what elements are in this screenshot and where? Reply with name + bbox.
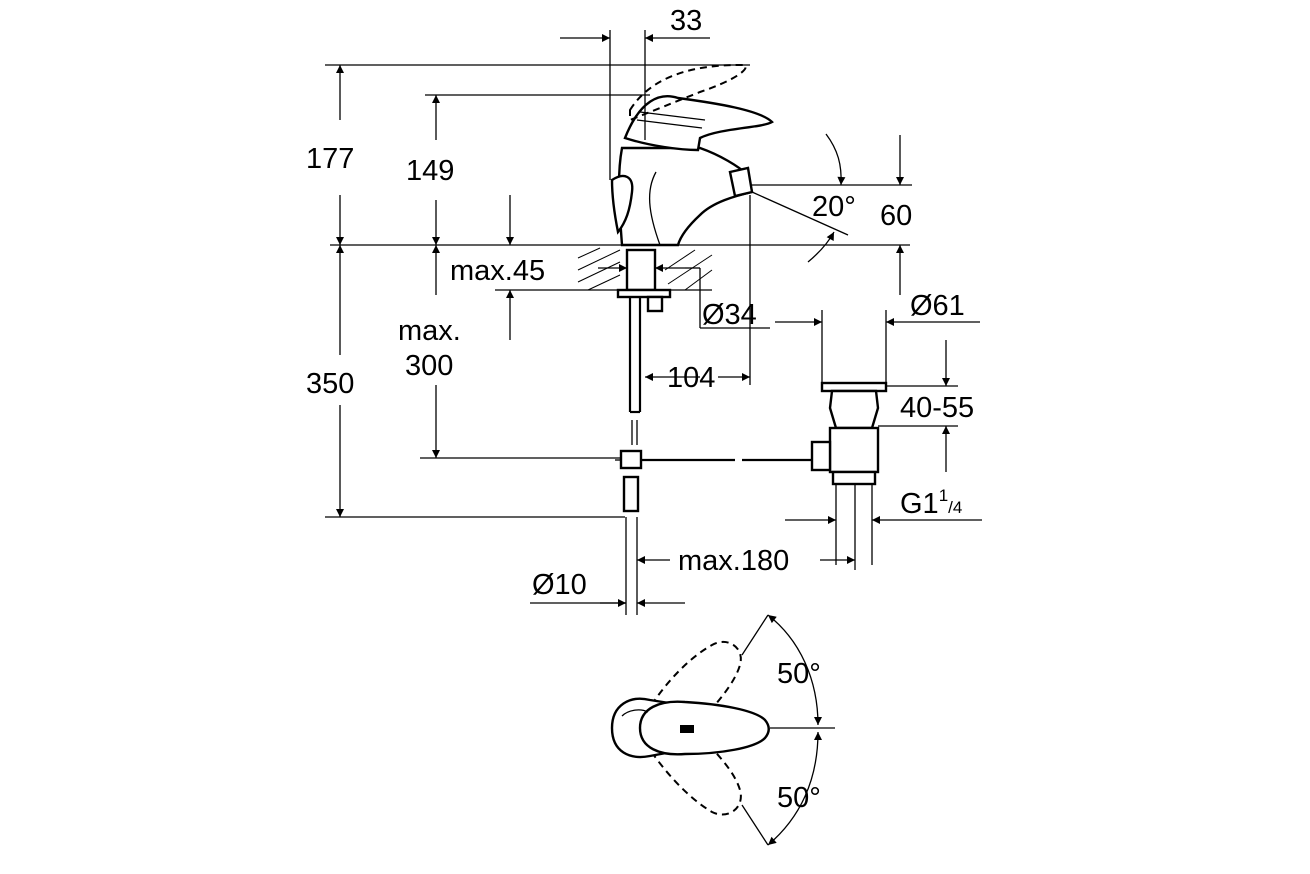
dim-max45-label: max.45 xyxy=(450,255,545,287)
dim-dia10: Ø10 xyxy=(530,569,685,607)
side-view: 33 177 149 max.45 max. xyxy=(306,5,982,615)
lever-raised-outline xyxy=(629,63,747,122)
dim-149: 149 xyxy=(406,94,650,245)
dim-max300: max. 300 xyxy=(398,245,621,459)
dim-350-label: 350 xyxy=(306,368,354,400)
dim-104: 104 xyxy=(645,195,751,394)
tap-base-shadow xyxy=(648,171,661,246)
lever-right-swing xyxy=(643,733,742,816)
dim-177-label: 177 xyxy=(306,143,354,175)
pop-up-linkage xyxy=(615,449,812,470)
dim-dia61-label: Ø61 xyxy=(910,290,965,322)
spout-nozzle xyxy=(728,166,754,198)
dim-20deg: 20° xyxy=(751,133,912,263)
lever-left-swing xyxy=(643,640,742,724)
dim-g-thread-label: G11/4 xyxy=(900,486,962,520)
dim-max180: max.180 xyxy=(637,484,856,577)
waste-assembly xyxy=(810,381,888,565)
angle-50-top-label: 50° xyxy=(777,658,821,690)
dim-dia10-label: Ø10 xyxy=(532,569,587,601)
dim-40-55-label: 40-55 xyxy=(900,392,974,424)
dim-40-55: 40-55 xyxy=(878,340,974,472)
dim-g-thread: G11/4 xyxy=(785,486,982,524)
dim-max300-label-line1: max. xyxy=(398,315,461,347)
counter-surface xyxy=(330,244,910,291)
dim-60: 60 xyxy=(880,135,912,295)
dim-33: 33 xyxy=(560,5,710,180)
dim-60-label: 60 xyxy=(880,200,912,232)
dim-350: 350 xyxy=(306,245,625,518)
pop-up-rod-knob xyxy=(610,174,634,235)
dim-20deg-label: 20° xyxy=(812,191,856,223)
dim-max45: max.45 xyxy=(450,195,578,340)
lever-logo xyxy=(680,725,694,733)
dim-149-label: 149 xyxy=(406,155,454,187)
top-view: 50° 50° xyxy=(610,614,835,846)
dim-dia34-label: Ø34 xyxy=(702,299,757,331)
dim-177: 177 xyxy=(306,64,750,245)
dim-max300-label-line2: 300 xyxy=(405,350,453,382)
lever-top xyxy=(638,700,770,756)
mounting-shank xyxy=(616,248,672,445)
dim-dia61: Ø61 xyxy=(775,290,980,383)
tap-body xyxy=(617,146,754,247)
angle-50-bottom-label: 50° xyxy=(777,782,821,814)
dim-104-label: 104 xyxy=(667,362,715,394)
dim-33-label: 33 xyxy=(670,5,702,37)
dim-max180-label: max.180 xyxy=(678,545,789,577)
lever-handle xyxy=(623,95,774,152)
dim-dia34: Ø34 xyxy=(598,264,770,331)
supply-hose xyxy=(622,475,640,615)
